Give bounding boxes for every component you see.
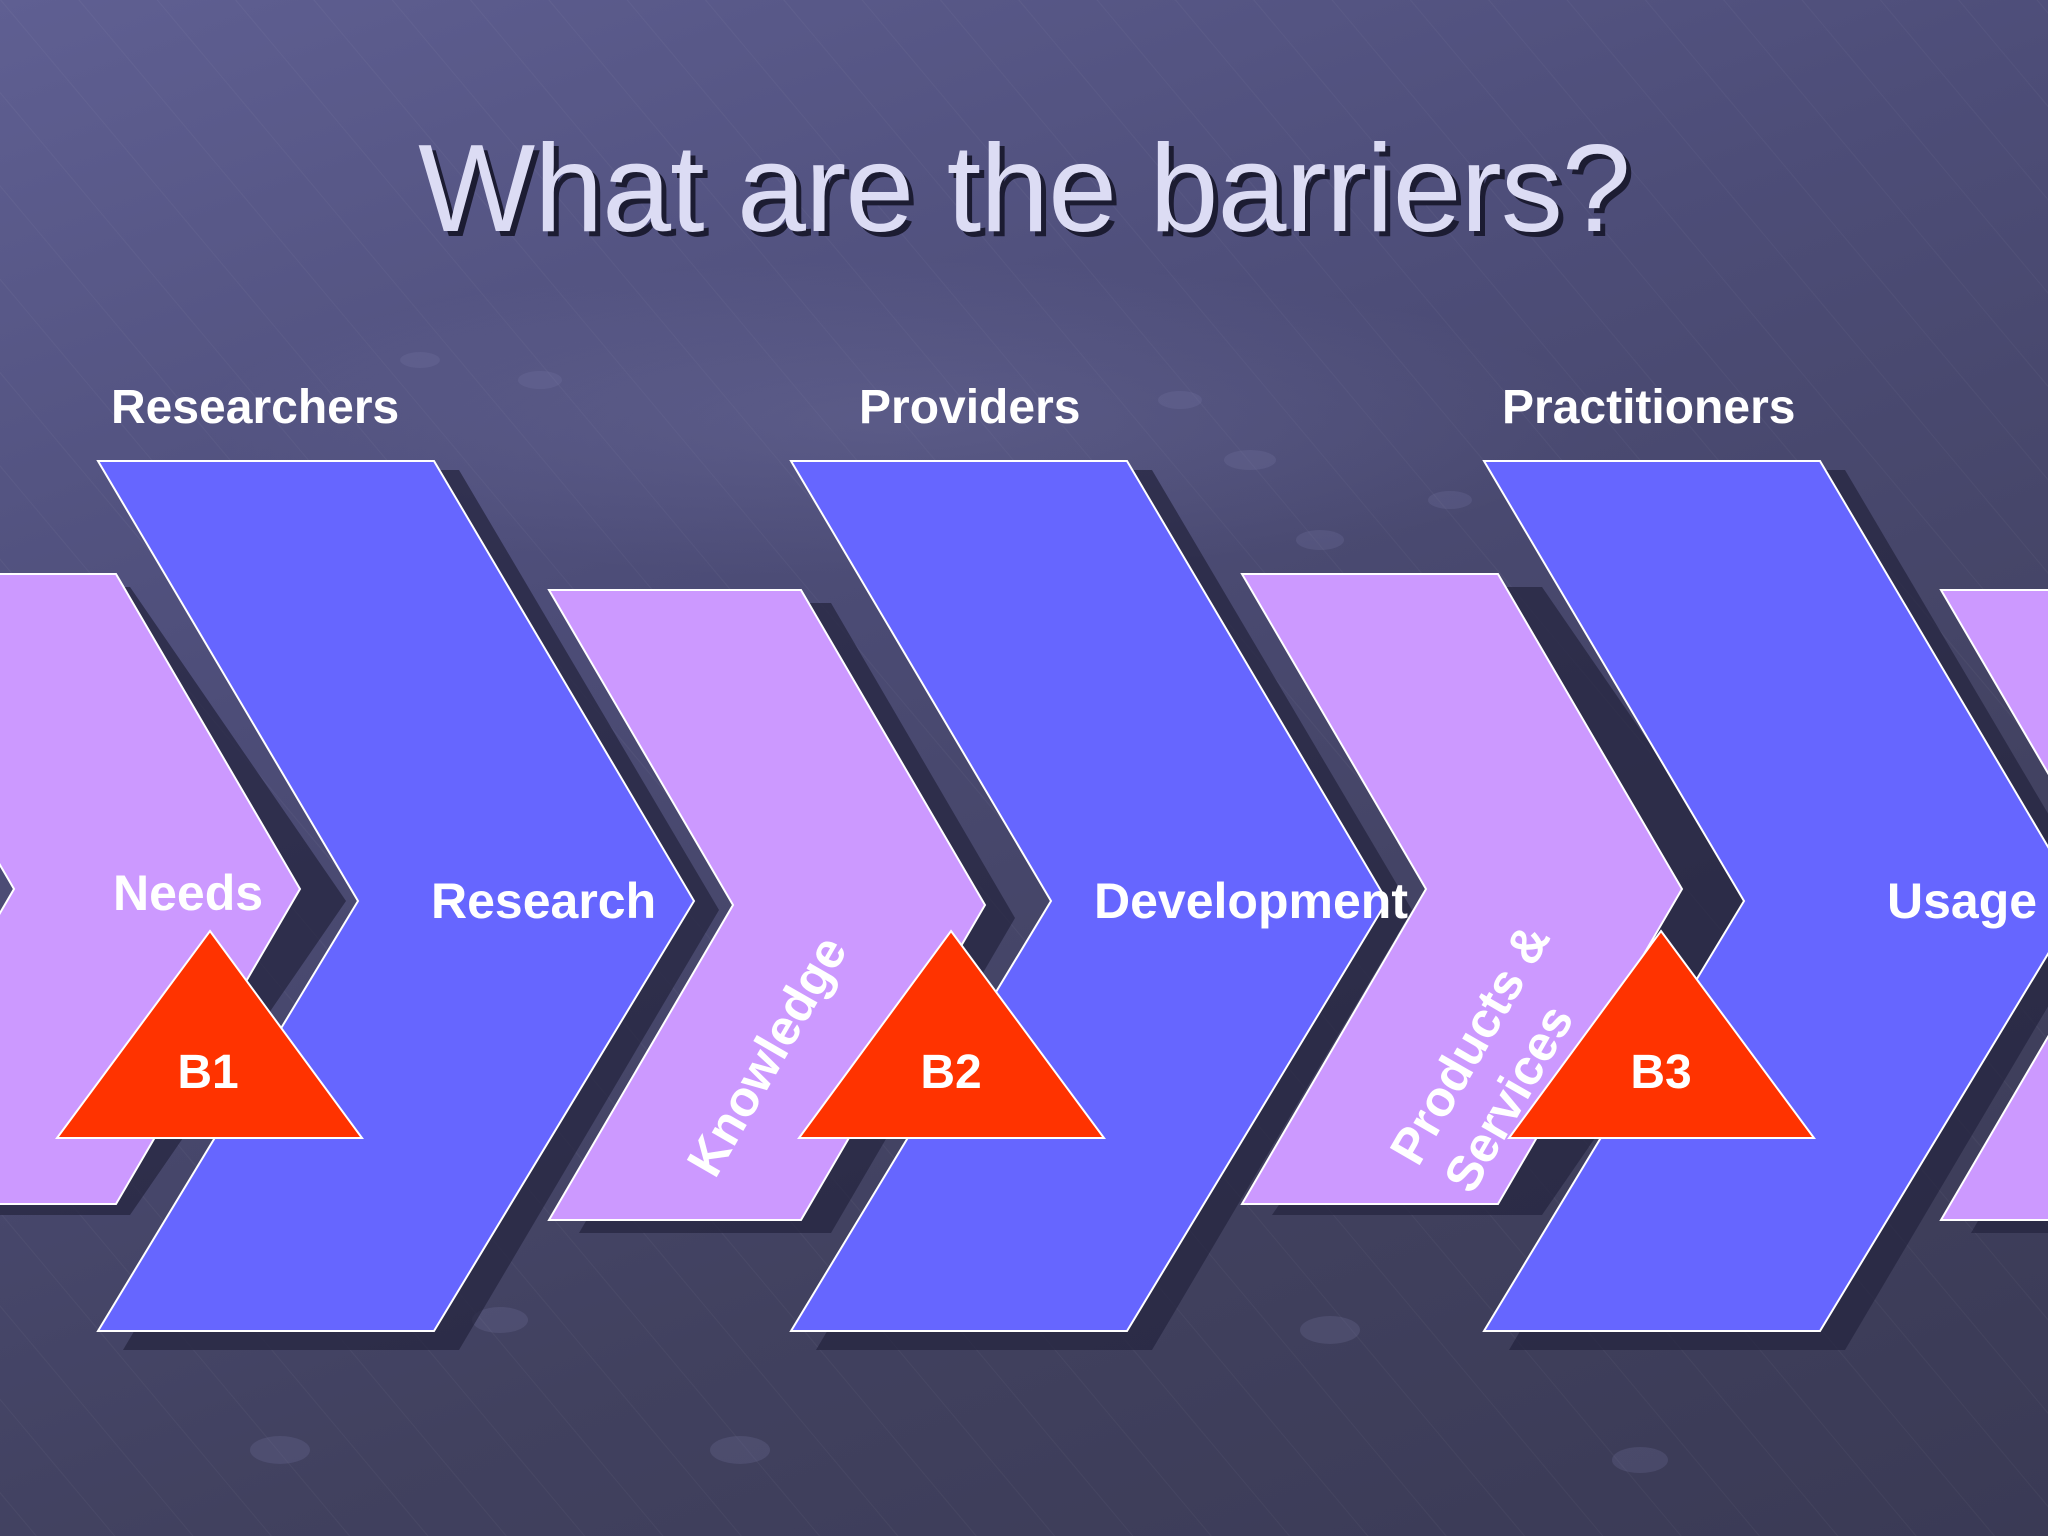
barrier-label-b1: B1: [177, 1046, 238, 1099]
barrier-triangle-b3: [1507, 929, 1816, 1139]
actor-label-practitioners: Practitioners: [1502, 381, 1796, 434]
barrier-triangle-b2: [797, 929, 1106, 1139]
actor-label-providers: Providers: [859, 381, 1081, 434]
stage-label-usage: Usage: [1887, 873, 2037, 929]
slide-title: What are the barriers?: [418, 120, 1631, 258]
actor-label-researchers: Researchers: [111, 381, 400, 434]
chevron-needs: [0, 573, 302, 1205]
barrier-label-b3: B3: [1630, 1046, 1691, 1099]
chevron-products-services: [1240, 573, 1684, 1205]
barrier-triangle-b1: [55, 929, 364, 1139]
stage-label-research: Research: [431, 873, 656, 929]
stage-label-needs: Needs: [113, 865, 263, 921]
barrier-label-b2: B2: [920, 1046, 981, 1099]
chevron-usage-output: [1939, 589, 2048, 1221]
stage-label-development: Development: [1094, 873, 1408, 929]
